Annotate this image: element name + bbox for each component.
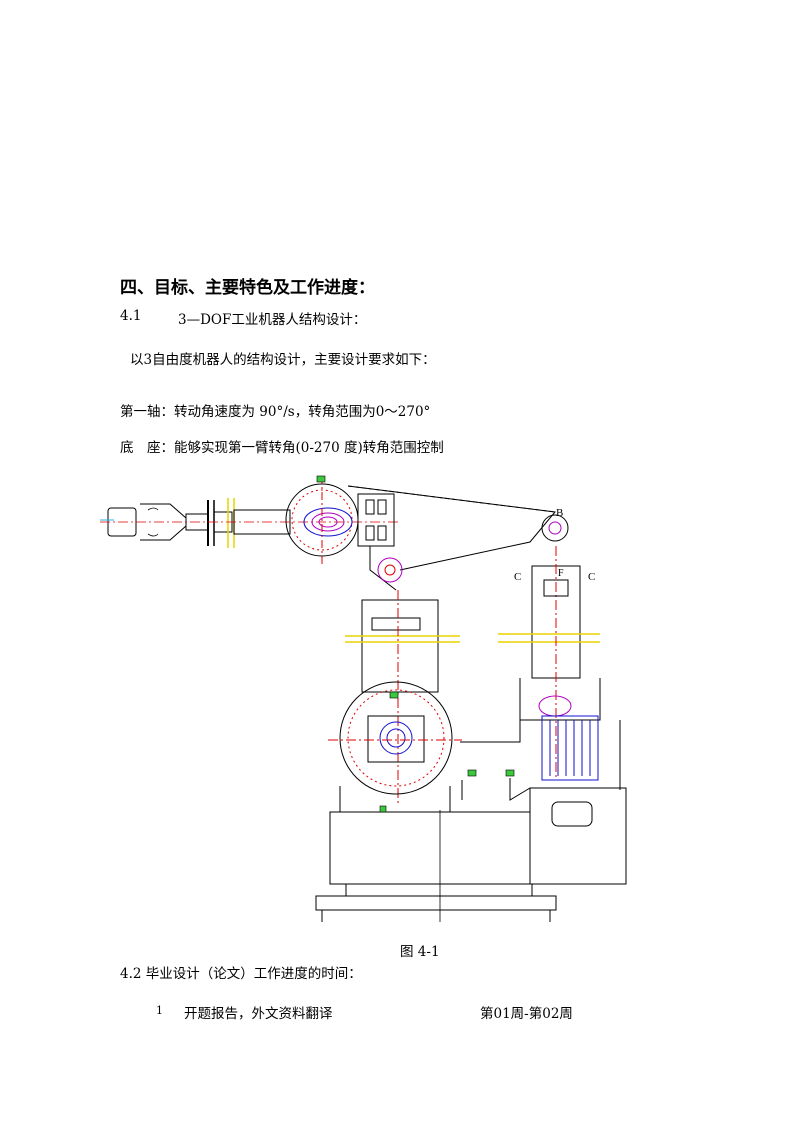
shoulder-housing [339, 681, 453, 795]
upper-arm-link [347, 485, 556, 571]
subsection-4-1-title: 3—DOF工业机器人结构设计： [178, 312, 367, 328]
schedule-index: 1 [156, 1004, 163, 1017]
label-c-left: C [514, 571, 521, 583]
elbow-clamp [357, 493, 395, 547]
subsection-4-1-number: 4.1 [120, 308, 142, 324]
control-box [529, 787, 627, 885]
label-f: F [558, 568, 564, 579]
elbow-bearing [303, 507, 353, 537]
subsection-4-2-title: 4.2 毕业设计（论文）工作进度的时间： [120, 966, 362, 982]
joint-b [541, 514, 569, 542]
schedule-list: 1 开题报告，外文资料翻译 第01周-第02周 [120, 1000, 680, 1024]
label-c-right: C [588, 571, 595, 583]
section-heading: 四、目标、主要特色及工作进度： [120, 278, 375, 298]
base-plate [345, 883, 533, 897]
shoulder-gearbox [367, 715, 425, 763]
figure-caption: 图 4-1 [400, 944, 440, 960]
schedule-task: 开题报告，外文资料翻译 [184, 1006, 333, 1022]
base-cabinet [329, 811, 531, 885]
label-b: B [556, 507, 563, 519]
robot-arm-drawing: B C C F [100, 475, 627, 922]
motor-stack [541, 715, 599, 781]
intro-paragraph: 以3自由度机器人的结构设计，主要设计要求如下： [130, 352, 436, 368]
base-foot [315, 895, 557, 911]
schedule-period: 第01周-第02周 [480, 1006, 573, 1022]
lower-joint [377, 557, 403, 583]
left-column [361, 599, 439, 693]
requirement-base: 底 座：能够实现第一臂转角(0-270 度)转角范围控制 [120, 440, 444, 456]
requirement-axis-1: 第一轴：转动角速度为 90°/s，转角范围为0～270° [120, 404, 431, 420]
